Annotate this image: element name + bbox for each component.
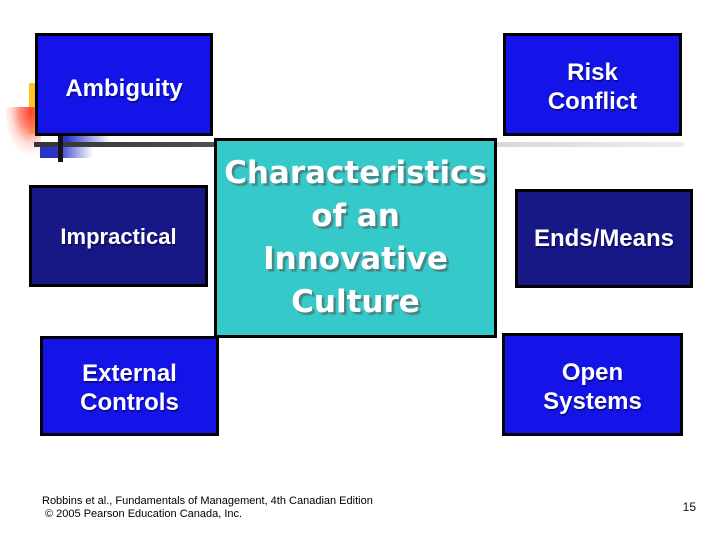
risk-conflict-box: Risk Conflict [503, 33, 682, 136]
center-title-line: Culture [291, 284, 420, 320]
external-controls-box: External Controls [40, 336, 219, 436]
deco-blue-gradient-bar-top [61, 136, 113, 142]
citation-line-2: © 2005 Pearson Education Canada, Inc. [45, 507, 243, 520]
ends-means-box: Ends/Means [515, 189, 693, 288]
impractical-box: Impractical [29, 185, 208, 287]
footer-citation: Robbins et al., Fundamentals of Manageme… [42, 495, 373, 520]
conflict-label: Conflict [547, 88, 638, 115]
center-title-line: of an [311, 198, 400, 234]
open-label: Open [561, 358, 624, 386]
controls-label: Controls [80, 388, 179, 416]
impractical-label: Impractical [60, 223, 177, 249]
ambiguity-box: Ambiguity [35, 33, 213, 136]
risk-label: Risk [567, 59, 618, 86]
center-title-box: Characteristics of an Innovative Culture [214, 138, 497, 338]
external-label: External [82, 359, 177, 387]
center-title-line: Innovative [263, 241, 448, 277]
open-systems-box: Open Systems [502, 333, 683, 436]
ambiguity-label: Ambiguity [65, 74, 183, 102]
deco-cross-tick [58, 133, 63, 162]
ends-means-label: Ends/Means [533, 225, 675, 252]
citation-line-1: Robbins et al., Fundamentals of Manageme… [42, 495, 373, 507]
center-title-line: Characteristics [224, 155, 487, 191]
deco-blue-gradient-bar-bottom [40, 147, 96, 158]
systems-label: Systems [543, 387, 642, 415]
slide-page-number: 15 [682, 500, 696, 514]
